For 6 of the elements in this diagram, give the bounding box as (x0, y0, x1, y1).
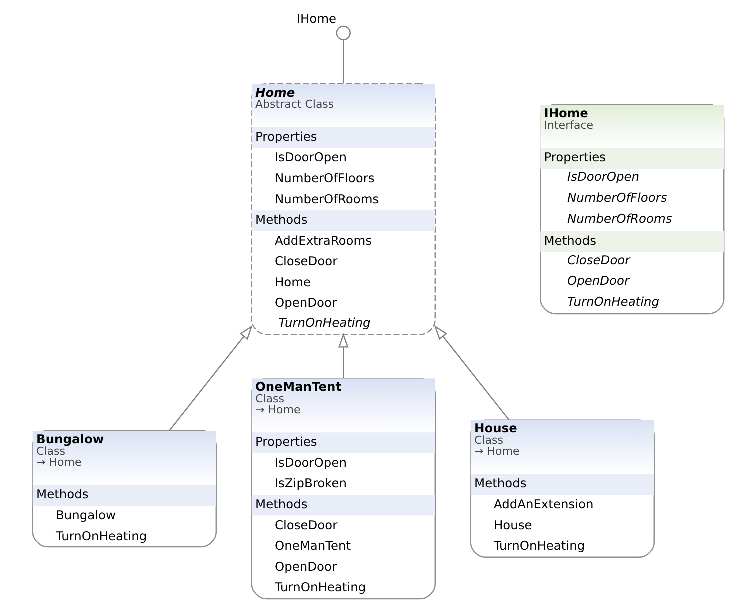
arrow (434, 325, 510, 421)
node-label: IHome (296, 12, 336, 26)
node-circle (336, 26, 350, 41)
arrow (338, 333, 348, 379)
arrow (168, 325, 252, 431)
connector (342, 40, 344, 84)
